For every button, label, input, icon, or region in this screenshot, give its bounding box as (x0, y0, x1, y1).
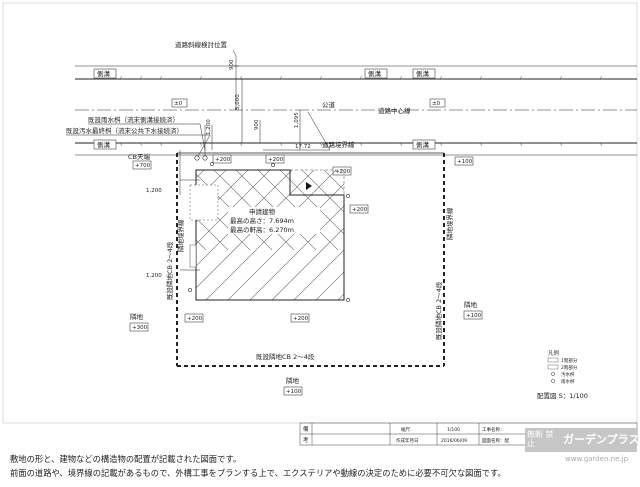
side-ditch-text-top-mid: 側溝 (368, 69, 382, 78)
logo-watermark: 無断 禁止 ガーデンプラス (525, 428, 640, 452)
level-p100-bottom: +100 (286, 389, 302, 395)
building-label: 申請建物 (249, 207, 276, 216)
dim-17-72: 17.72 (295, 144, 311, 150)
neighbor-bottom-label: 隣地 (286, 376, 300, 385)
neighbor-left-label: 隣地 (130, 312, 144, 321)
level-p200-bottom-left: +200 (187, 316, 203, 322)
scale-label: 配置図 S：1/100 (537, 392, 588, 400)
dim-5000: 5,000 (235, 94, 241, 110)
zero-level-left-text: ±0 (174, 101, 183, 107)
title-scale-value: 1/100 (447, 427, 460, 433)
title-date-value: 2016/06/09 (441, 438, 467, 444)
title-date-head: 作成年月日 (396, 437, 419, 444)
legend-item-floor2: 2階部分 (561, 364, 578, 371)
logo-name: ガーデンプラス (563, 433, 640, 446)
boundary-left-label: 隣地境界線 (176, 219, 185, 252)
road-boundary-label: 道路境界線 (322, 140, 355, 149)
legend-item-sewage-basin: 汚水桝 (561, 371, 575, 378)
dim-900-mid: 900 (254, 119, 260, 130)
side-ditch-label-bottom-left (93, 139, 117, 150)
level-p300: +300 (132, 325, 148, 331)
side-ditch-text-top-left: 側溝 (97, 69, 111, 78)
level-p200-top-mid: +200 (268, 157, 284, 163)
side-ditch-text-top-right: 側溝 (416, 69, 430, 78)
building-max-height: 最高の高さ：7.694m (230, 216, 294, 225)
title-project-head: 工事名称： (482, 426, 505, 433)
boundary-right-label: 隣地境界線 (445, 207, 454, 240)
building-max-eave: 最高の軒高：6.270m (230, 225, 294, 234)
legend-item-floor1: 1階部分 (561, 357, 578, 364)
title-note-label2: 考 (303, 437, 309, 444)
rain-basin-label: 既設雨水桝（流末側溝接続済） (88, 115, 179, 124)
logo-kanji: 無断 禁止 (527, 430, 554, 448)
title-note-label: 備 (303, 425, 309, 433)
logo-url: www.garden.ne.jp (565, 455, 629, 463)
building-label-bg (228, 207, 320, 234)
level-p700: +700 (135, 163, 151, 169)
site-boundary (176, 153, 445, 367)
side-ditch-text-bottom-left: 側溝 (97, 140, 111, 149)
road-label: 公道 (322, 100, 336, 109)
title-scale-head: 縮尺 (401, 426, 410, 433)
side-ditch-label-bottom-right (412, 139, 436, 150)
level-p200-top-left: +200 (215, 157, 231, 163)
level-p100-right: +100 (466, 313, 482, 319)
side-ditch-label-top-right (412, 68, 436, 79)
legend-title: 凡例 (548, 349, 560, 357)
dim-1200-left-top: 1,200 (146, 188, 162, 194)
legend-item-rain-basin: 雨水桝 (561, 378, 575, 385)
level-p200-right: +200 (352, 207, 368, 213)
road (75, 65, 637, 156)
dim-1200-top: 1,200 (206, 119, 212, 135)
dim-1095: 1,095 (294, 112, 300, 128)
level-p100-top-right: +100 (457, 159, 473, 165)
road-slope-check-label: 道路斜線検討位置 (175, 40, 228, 49)
fence-right-label: 既設隣地CB 2～4段 (434, 281, 443, 340)
basin-markers (188, 155, 350, 302)
side-ditch-label-top-left (93, 68, 117, 79)
caption-line-1: 敷地の形と、建物などの構造物の配置が記載された図面です。 (10, 454, 242, 464)
neighbor-right-label: 隣地 (464, 300, 478, 309)
side-ditch-label-top-mid (364, 68, 388, 79)
dim-900-top: 900 (229, 59, 235, 70)
title-drawing-name-head: 図面名称：配 (482, 437, 509, 444)
building-footprint (189, 169, 345, 301)
sewage-basin-label: 既設汚水最終桝（流末公共下水接続済） (66, 126, 183, 135)
zero-level-right-text: ±0 (432, 101, 441, 107)
cb-top-label: CB天端 (128, 152, 150, 161)
zero-level-left (171, 98, 188, 108)
fence-bottom-label: 既設隣地CB 2～4段 (256, 352, 315, 361)
dim-1200-left-bottom: 1,200 (146, 273, 162, 279)
legend: 凡例 1階部分 2階部分 汚水桝 雨水桝 (547, 349, 578, 385)
caption-line-2: 前面の道路や、境界線の記載があるもので、外構工事をプランする上で、エクステリアや… (10, 468, 506, 478)
fence-left-label: 既設隣地CB 2～4段 (165, 241, 174, 300)
road-edge-hatch-top (119, 75, 603, 147)
level-p200-bottom-mid: +200 (293, 316, 309, 322)
road-center-label: 道路中心線 (378, 106, 411, 115)
zero-level-right (429, 98, 446, 108)
side-ditch-text-bottom-right: 側溝 (416, 140, 430, 149)
